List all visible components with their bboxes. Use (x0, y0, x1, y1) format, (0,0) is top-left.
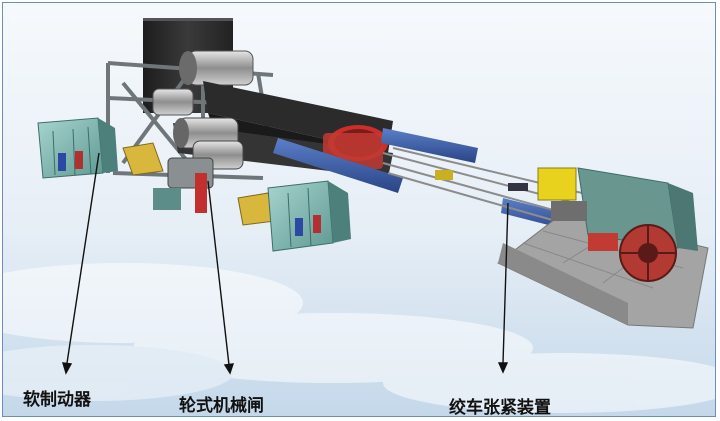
rope-clamp (435, 170, 453, 180)
wheel-brake-assembly (153, 157, 214, 213)
arrowhead-soft-brake (62, 362, 73, 375)
diagram-frame: 软制动器 轮式机械闸 绞车张紧装置 (2, 2, 716, 417)
top-drums (152, 50, 254, 116)
rope-block (508, 183, 528, 191)
left-hydraulic-station (37, 117, 118, 179)
clouds (3, 263, 715, 413)
arrow-winch (502, 202, 509, 364)
label-wheel-brake: 轮式机械闸 (179, 396, 264, 416)
center-hydraulic-station (267, 180, 351, 252)
winch-tension-station (497, 167, 709, 329)
label-soft-brake: 软制动器 (23, 390, 91, 410)
arrow-wheel-brake (207, 180, 230, 366)
soft-brake-units (122, 142, 276, 226)
arrowhead-wheel-brake (223, 363, 235, 375)
conveyor-illustration (3, 3, 715, 416)
label-winch-tension: 绞车张紧装置 (449, 398, 551, 417)
arrow-soft-brake (66, 152, 100, 364)
arrowhead-winch (497, 362, 509, 374)
pointer-arrows (62, 152, 509, 375)
